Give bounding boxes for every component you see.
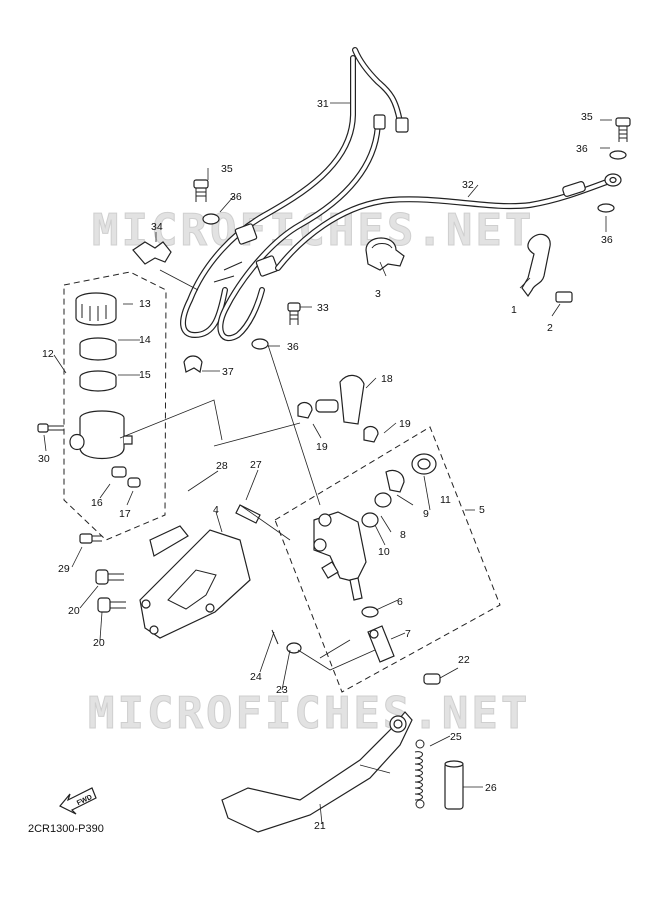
- nut-6: [361, 606, 379, 618]
- reservoir-group-outline: [63, 271, 167, 541]
- callout-36-right-lower: 36: [601, 234, 613, 246]
- callout-5: 5: [479, 504, 485, 516]
- callout-24: 24: [250, 671, 262, 683]
- banjo-bolt-right: [597, 117, 631, 213]
- push-rod-end: [367, 625, 395, 663]
- callout-36-left: 36: [230, 191, 242, 203]
- callout-16: 16: [91, 497, 103, 509]
- rubber-boot: [411, 453, 437, 475]
- o-ring-10: [361, 512, 379, 528]
- callout-12: 12: [42, 348, 54, 360]
- callout-34: 34: [151, 221, 163, 233]
- callout-35-right: 35: [581, 111, 593, 123]
- bolts-20: [95, 569, 126, 613]
- callout-10: 10: [378, 546, 390, 558]
- callout-31: 31: [317, 98, 329, 110]
- callout-labels: 1 2 3 4 5 6 7 8 9 10 11 12 13 14 15 16 1…: [38, 98, 613, 832]
- callout-18: 18: [381, 373, 393, 385]
- reservoir-diaphragm: [79, 337, 117, 361]
- washer-23: [286, 642, 302, 654]
- callout-37: 37: [222, 366, 234, 378]
- hose-joint: [111, 466, 141, 488]
- hose-guide: [365, 237, 405, 271]
- callout-22: 22: [458, 654, 470, 666]
- callout-23: 23: [276, 684, 288, 696]
- collar-26: [444, 760, 464, 810]
- leader-lines: [43, 102, 612, 825]
- callout-15: 15: [139, 369, 151, 381]
- callout-26: 26: [485, 782, 497, 794]
- hose-18: [315, 374, 365, 425]
- bolt-33: [287, 302, 301, 325]
- callout-21: 21: [314, 820, 326, 832]
- bracket-28: [149, 525, 189, 557]
- callout-20-lower: 20: [93, 637, 105, 649]
- diagram-code: 2CR1300-P390: [28, 823, 104, 835]
- callout-19-left: 19: [316, 441, 328, 453]
- callout-7: 7: [405, 628, 411, 640]
- clip-19-right: [363, 425, 379, 443]
- forward-arrow-icon: FWD: [59, 787, 97, 815]
- brake-pipe: [275, 173, 622, 271]
- bolt-29: [79, 533, 102, 544]
- callout-1: 1: [511, 304, 517, 316]
- callout-29: 29: [58, 563, 70, 575]
- callout-35-left: 35: [221, 163, 233, 175]
- callout-8: 8: [400, 529, 406, 541]
- master-cylinder: [313, 511, 367, 601]
- hose-clamp: [132, 241, 172, 265]
- callout-11: 11: [440, 494, 451, 506]
- callout-36-right-upper: 36: [576, 143, 588, 155]
- hose-bracket: [521, 233, 573, 303]
- callout-25: 25: [450, 731, 462, 743]
- hose-clip: [183, 355, 203, 373]
- bracket-27: [235, 504, 261, 524]
- callout-27: 27: [250, 459, 262, 471]
- hose-fitting-8: [374, 492, 392, 508]
- callout-36-middle: 36: [287, 341, 299, 353]
- cotter-pin: [271, 629, 279, 645]
- master-cylinder-group-outline: [274, 426, 501, 693]
- banjo-bolt-left: [193, 179, 269, 350]
- reservoir-cap: [75, 292, 117, 326]
- callout-19-right: 19: [399, 418, 411, 430]
- callout-28: 28: [216, 460, 228, 472]
- callout-6: 6: [397, 596, 403, 608]
- callout-4: 4: [213, 504, 219, 516]
- callout-32: 32: [462, 179, 474, 191]
- callout-2: 2: [547, 322, 553, 334]
- callout-20-upper: 20: [68, 605, 80, 617]
- return-spring: [414, 739, 425, 809]
- bolt-30: [37, 423, 64, 433]
- pin-22: [423, 673, 441, 685]
- callout-17: 17: [119, 508, 131, 520]
- callout-30: 30: [38, 453, 50, 465]
- watermark-bottom: MICROFICHES.NET: [88, 688, 530, 739]
- clip-19-left: [297, 401, 313, 419]
- reservoir-plate: [79, 370, 117, 392]
- callout-13: 13: [139, 298, 151, 310]
- brake-pedal: [221, 711, 413, 833]
- footrest-bracket: [139, 529, 251, 639]
- reservoir-tank: [69, 410, 133, 459]
- callout-33: 33: [317, 302, 329, 314]
- brake-hose-assembly: [180, 47, 409, 342]
- joint-9: [385, 469, 405, 493]
- callout-9: 9: [423, 508, 429, 520]
- callout-14: 14: [139, 334, 151, 346]
- callout-3: 3: [375, 288, 381, 300]
